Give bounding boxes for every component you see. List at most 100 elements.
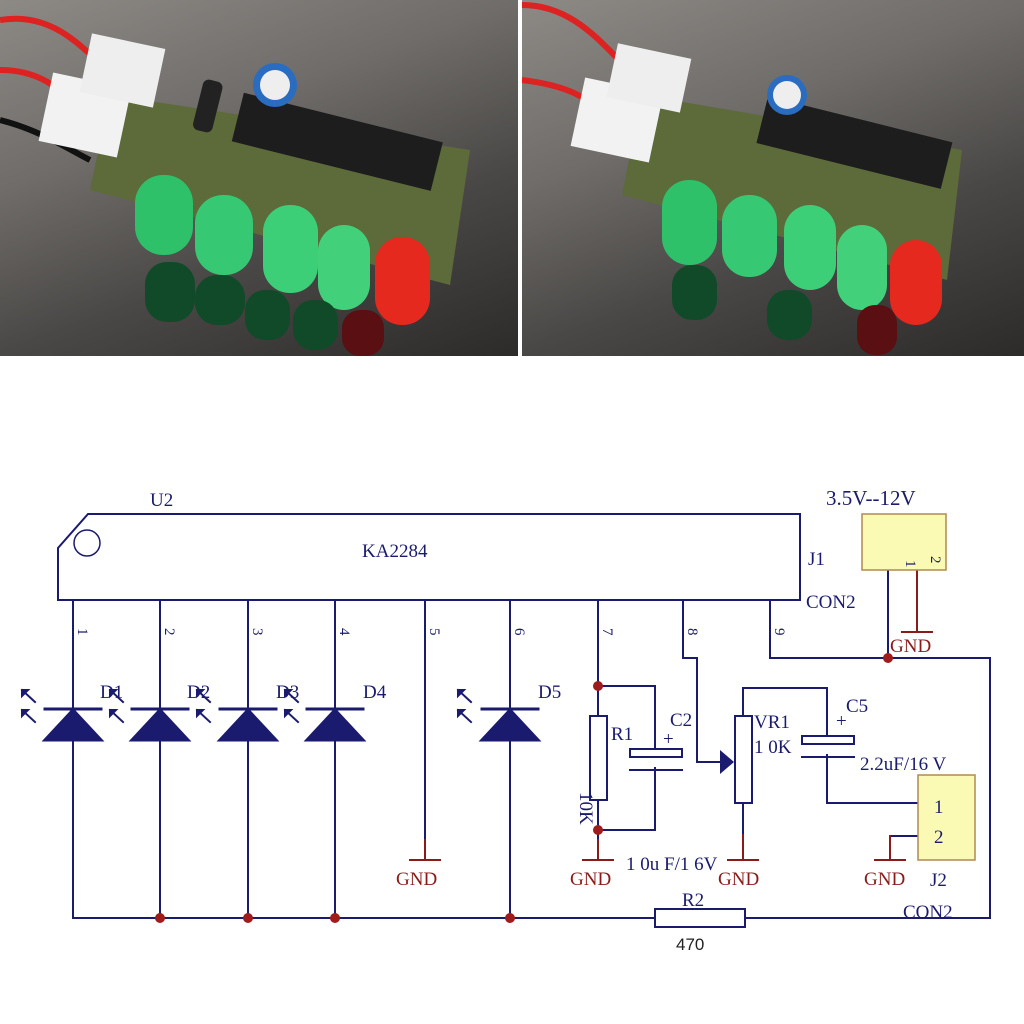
ic-chip [756,96,953,189]
ic-body [57,513,801,601]
diode-triangle [478,707,542,742]
d1-label: D1 [100,682,123,703]
ic-ref: U2 [150,490,173,511]
led-d5 [478,707,542,742]
j1-pin1: 1 [902,560,918,568]
light-arrows-icon [195,688,212,724]
led-reflection [145,262,195,322]
product-photo-left [0,0,518,356]
diode-triangle [303,707,367,742]
capacitor [193,79,223,133]
light-arrow-heads [109,689,119,719]
wire [72,599,991,919]
light-arrow-heads [196,689,206,719]
pin-number: 9 [771,628,787,636]
ground-symbol [409,839,441,861]
j2-type: CON2 [903,902,953,923]
light-arrows [20,688,473,724]
capacitor-plate-positive [801,735,855,745]
pin-number: 1 [74,628,90,636]
led-reflection [195,275,245,325]
pin-number: 8 [684,628,700,636]
led-row [135,175,430,356]
light-arrows-icon [283,688,300,724]
pin-number: 7 [599,628,615,636]
resistor-r1 [589,715,608,801]
ic-chip [231,92,443,191]
j1-pin2: 2 [927,556,943,564]
gnd-label: GND [396,869,437,890]
vr1-value: 1 0K [754,737,792,758]
junction-dot [883,653,893,663]
red-led [890,240,942,325]
wiper-arrow-icon [720,750,734,774]
green-led [837,225,887,310]
c2-ref: C2 [670,710,692,731]
light-arrow-heads [457,689,467,719]
red-led [375,237,430,325]
r2-ref: R2 [682,890,704,911]
green-led [195,195,253,275]
pin-number: 3 [249,628,265,636]
pin1-marker [73,529,101,557]
potentiometer-vr1 [734,715,753,804]
d5-label: D5 [538,682,561,703]
trimmer-potentiometer-face [260,70,290,100]
junction-dot [593,825,603,835]
c5-value: 2.2uF/16 V [860,754,947,775]
resistor-r2 [654,908,746,928]
trimmer-potentiometer-face [773,81,801,109]
ground-wires [409,569,933,861]
diode-triangle [128,707,192,742]
gnd-label: GND [890,636,931,657]
diode-triangle [216,707,280,742]
d2-label: D2 [187,682,210,703]
capacitor-c2 [629,748,683,771]
vr1-ref: VR1 [754,712,790,733]
gnd-label: GND [570,869,611,890]
led-reflection [767,290,812,340]
c5-polarity: + [836,711,847,732]
j1-type: CON2 [806,592,856,613]
pin-number: 4 [336,628,352,636]
j1-ref: J1 [808,549,825,570]
ground-symbol [727,834,759,861]
board-photo-illustration [0,15,470,356]
light-arrow-heads [21,689,31,719]
wires [72,569,991,919]
green-led [722,195,777,277]
j2-pin2: 2 [934,827,944,848]
led-d2 [128,707,192,742]
connector-j2 [917,774,976,861]
j2-ref: J2 [930,870,947,891]
d4-label: D4 [363,682,387,703]
led-reflection [293,300,338,350]
light-arrows-icon [108,688,125,724]
pin-numbers: 1 2 3 4 5 6 7 8 9 [74,628,787,636]
led-reflection [342,310,384,356]
light-arrows-icon [456,688,473,724]
ground-symbol [874,835,906,861]
diode-triangle [41,707,105,742]
pin-number: 2 [161,628,177,636]
pin-number: 5 [426,628,442,636]
capacitor-plate-positive [629,748,683,758]
junction-dot [330,913,340,923]
gnd-label: GND [718,869,759,890]
j2-pin1: 1 [934,797,944,818]
led-reflection [672,265,717,320]
wire [159,599,511,919]
led-symbols [41,707,542,742]
led-d3 [216,707,280,742]
white-connector [606,43,692,113]
junction-dot [505,913,515,923]
wire [597,599,656,841]
capacitor-c5 [801,735,855,758]
junction-dot [243,913,253,923]
green-led [263,205,318,293]
green-led [135,175,193,255]
c2-value: 1 0u F/1 6V [626,854,718,875]
pin-number: 6 [511,628,527,636]
r1-value: 10K [575,792,596,825]
